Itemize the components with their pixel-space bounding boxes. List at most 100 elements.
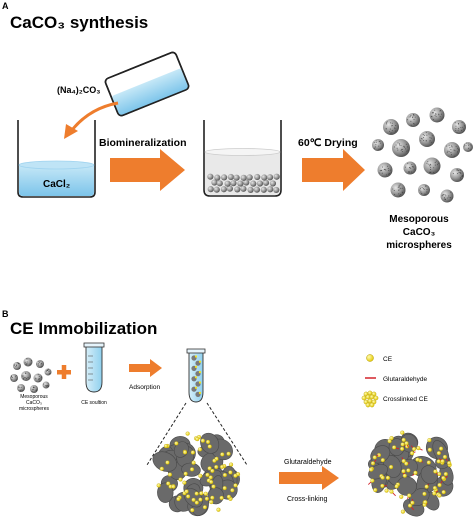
ce-molecule xyxy=(401,469,406,474)
pore-dot xyxy=(462,175,464,177)
legend-ce-dot xyxy=(361,395,367,401)
tube-ce-dot xyxy=(198,381,202,384)
sediment-sphere xyxy=(273,173,280,180)
pore-dot xyxy=(407,162,409,164)
sediment-sphere xyxy=(207,173,214,180)
pore-dot xyxy=(24,377,26,379)
pore-dot xyxy=(31,390,33,392)
panel-b-title: CE Immobilization xyxy=(10,319,157,338)
pore-dot xyxy=(460,126,462,129)
legend-ce-icon xyxy=(366,354,374,362)
pore-dot xyxy=(35,389,37,391)
pore-dot xyxy=(421,187,423,189)
pore-dot xyxy=(403,145,405,147)
legend-ce-dot xyxy=(373,395,379,401)
pore-dot xyxy=(450,148,452,151)
microsphere xyxy=(33,373,43,383)
pore-dot xyxy=(385,128,387,130)
pore-dot xyxy=(435,160,437,162)
ce-molecule xyxy=(439,446,444,451)
ce-molecule xyxy=(400,509,405,514)
ce-molecule xyxy=(191,497,196,502)
pore-dot xyxy=(429,137,431,139)
pore-dot xyxy=(373,147,376,149)
pore-dot xyxy=(397,149,399,151)
pore-dot xyxy=(454,150,456,152)
sediment-sphere xyxy=(253,186,261,193)
ce-molecule xyxy=(220,452,225,457)
ce-molecule xyxy=(401,437,406,442)
pore-dot xyxy=(419,189,421,191)
pore-dot xyxy=(386,121,388,123)
pore-dot xyxy=(398,195,401,197)
pore-dot xyxy=(30,360,33,362)
ce-molecule xyxy=(222,472,227,478)
pore-dot xyxy=(443,197,445,199)
pore-dot xyxy=(391,130,393,132)
ce-molecule xyxy=(370,478,375,483)
pore-dot xyxy=(47,368,50,370)
ce-molecule xyxy=(400,442,405,447)
pore-dot xyxy=(439,110,441,112)
ce-molecule xyxy=(406,468,411,473)
pore-dot xyxy=(378,140,380,143)
ce-molecule xyxy=(211,484,216,489)
pore-dot xyxy=(470,145,472,147)
pore-dot xyxy=(379,172,381,174)
legend-ce-label: CE xyxy=(383,356,393,363)
beaker-label: CaCl₂ xyxy=(43,179,70,190)
sediment-sphere xyxy=(254,173,261,181)
pore-dot xyxy=(23,377,25,379)
pore-dot xyxy=(49,373,51,375)
pore-dot xyxy=(391,124,393,127)
pore-dot xyxy=(387,168,389,170)
mesoporous-microspheres-cluster xyxy=(372,107,473,203)
pore-dot xyxy=(393,190,395,192)
tube-ce-dot xyxy=(194,386,198,389)
pore-dot xyxy=(437,162,439,164)
pore-dot xyxy=(399,187,401,189)
small-microspheres-cluster xyxy=(10,357,52,393)
pore-dot xyxy=(29,363,31,365)
pore-dot xyxy=(435,113,437,115)
ce-molecule xyxy=(205,472,210,477)
ce-molecule xyxy=(436,451,441,456)
pore-dot xyxy=(458,171,460,173)
pore-dot xyxy=(394,193,396,195)
pore-dot xyxy=(459,177,462,179)
pore-dot xyxy=(410,124,412,126)
pore-dot xyxy=(47,369,49,372)
pore-dot xyxy=(401,148,403,150)
pore-dot xyxy=(38,377,40,380)
pore-dot xyxy=(426,134,428,136)
pore-dot xyxy=(411,116,414,119)
pore-dot xyxy=(447,150,449,152)
ce-molecule xyxy=(387,439,392,444)
pore-dot xyxy=(383,168,385,170)
pore-dot xyxy=(469,144,471,146)
ce-molecule xyxy=(174,441,179,446)
pore-dot xyxy=(430,141,432,143)
pore-dot xyxy=(446,145,448,147)
pore-dot xyxy=(455,146,457,148)
legend-ce-dot xyxy=(367,390,373,396)
pore-dot xyxy=(386,174,388,176)
ce-molecule xyxy=(400,430,405,435)
particle-blob xyxy=(396,476,417,496)
sediment-sphere xyxy=(207,186,214,193)
pore-dot xyxy=(16,364,18,366)
beaker-sediment-spheres xyxy=(207,173,280,194)
pore-dot xyxy=(413,118,415,121)
pore-dot xyxy=(21,374,23,376)
ce-molecule xyxy=(222,486,227,491)
pore-dot xyxy=(24,361,26,363)
pore-dot xyxy=(429,139,431,141)
pore-dot xyxy=(430,137,432,139)
pore-dot xyxy=(381,172,383,174)
ce-molecule xyxy=(178,477,183,482)
sediment-sphere xyxy=(233,174,240,181)
pore-dot xyxy=(387,165,389,167)
pore-dot xyxy=(16,362,18,364)
crosslink-step-label-bottom: Cross-linking xyxy=(287,496,328,503)
step1-label: Biomineralization xyxy=(99,137,187,149)
